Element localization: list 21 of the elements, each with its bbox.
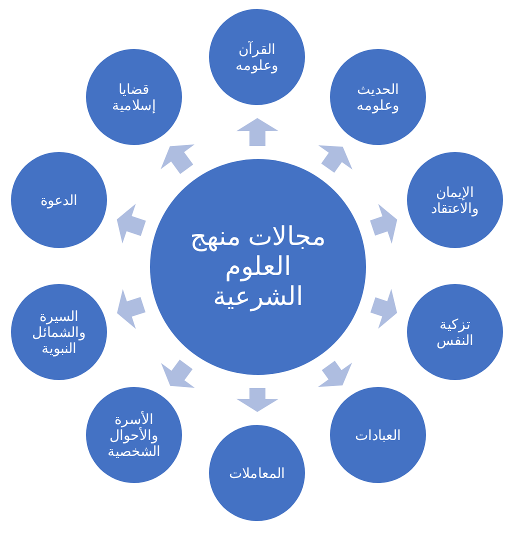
block-arrow — [318, 145, 352, 173]
block-arrow — [236, 118, 278, 146]
topic-label: الدعوة — [40, 192, 78, 208]
block-arrow — [117, 289, 146, 329]
block-arrow — [116, 204, 146, 244]
topic-label: المعاملات — [229, 464, 285, 482]
diagram-heading: مجالات منهج العلوم الشرعية — [188, 222, 328, 312]
topic-label: قضايا إسلامية — [111, 80, 157, 114]
block-arrow — [236, 388, 278, 412]
block-arrow — [161, 360, 195, 388]
block-arrow — [370, 204, 398, 244]
block-arrow — [160, 144, 195, 174]
topic-label: الأسرة والأحوال الشخصية — [106, 410, 162, 460]
topic-label: الإيمان والاعتقاد — [430, 184, 480, 216]
topic-label: القرآن وعلومه — [234, 40, 280, 74]
topic-label: السيرة والشمائل النبوية — [31, 308, 87, 356]
topic-label: العبادات — [355, 426, 401, 444]
topic-label: الحديث وعلومه — [356, 80, 400, 114]
block-arrow — [370, 288, 398, 329]
topic-label: تزكية النفس — [436, 316, 474, 348]
block-arrow — [318, 360, 352, 387]
